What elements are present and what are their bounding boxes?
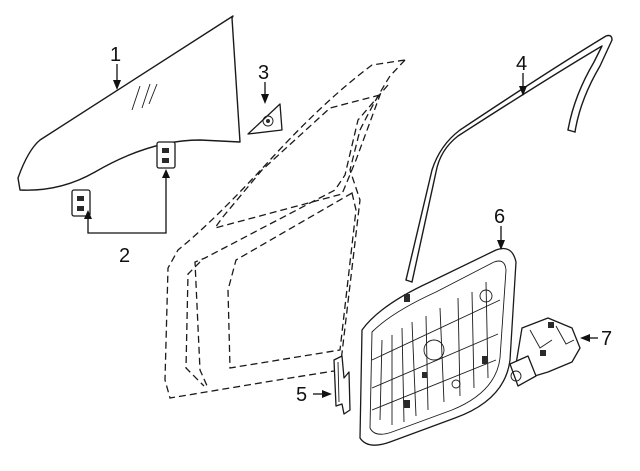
part-rear-channel [333,355,351,415]
callout-6: 6 [494,206,505,228]
callout-2: 2 [119,245,130,267]
callout-1: 1 [110,44,121,66]
callout-3: 3 [258,62,269,84]
part-regulator-module [359,247,517,446]
part-glass-clips [71,141,176,217]
callout-4: 4 [516,53,527,75]
part-window-motor [509,317,581,387]
leader-lines [84,64,598,398]
callout-7: 7 [601,328,612,350]
part-glass-run-channel [405,34,613,283]
callout-5: 5 [296,384,307,406]
part-door-glass [17,15,241,191]
part-mirror-patch [247,103,283,135]
door-shell-outline [164,59,407,399]
